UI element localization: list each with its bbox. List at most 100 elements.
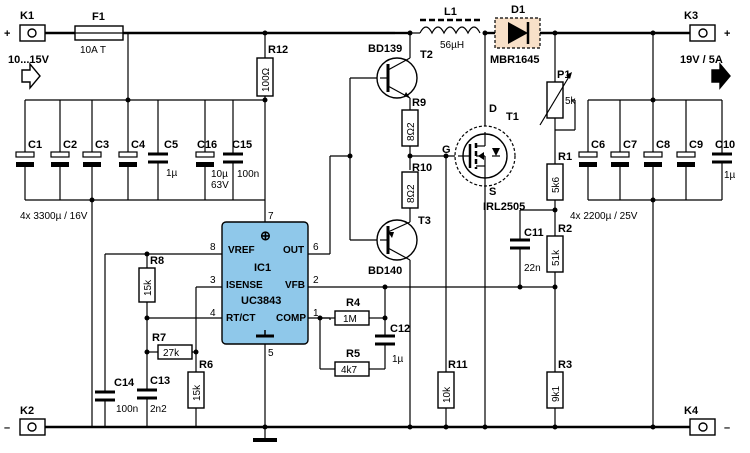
pin6-number: 6 [313, 242, 319, 253]
cap-c15: C15 100n [223, 100, 259, 200]
r7-value: 27k [163, 348, 180, 359]
ic1-type: UC3843 [241, 295, 281, 307]
pin1-number: 1 [313, 308, 319, 319]
pin2-number: 2 [313, 275, 319, 286]
l1-value: 56µH [440, 40, 464, 51]
k4-label: K4 [684, 405, 699, 417]
ic-pin-out: OUT [283, 245, 304, 256]
cap-c4: C4 [118, 100, 146, 200]
plus-out-label: + [724, 28, 730, 40]
ic-vcc-plus-icon: ⊕ [260, 228, 271, 243]
minus-out-label: – [724, 422, 730, 434]
connector-k2[interactable]: K2 – [4, 405, 46, 436]
r5-value: 4k7 [341, 365, 358, 376]
cap-c3: C3 [82, 100, 109, 200]
r10-value: 8Ω2 [406, 184, 417, 203]
resistor-r3: R3 9k1 [546, 359, 572, 430]
cap-c12: C12 1µ [375, 287, 410, 369]
plus-in-label: + [4, 28, 10, 40]
cap-c13: C13 2n2 [137, 375, 170, 427]
c15-value: 100n [237, 169, 259, 180]
input-arrow-icon [21, 62, 41, 90]
c16-value2: 63V [211, 180, 229, 191]
rails [45, 31, 690, 429]
input-voltage-label: 10...15V [8, 54, 50, 66]
pin3-number: 3 [210, 275, 216, 286]
input-caps-note: 4x 3300µ / 16V [20, 211, 88, 222]
r11-label: R11 [448, 359, 468, 371]
cap-c10: C10 1µ [712, 100, 736, 200]
r9-label: R9 [412, 97, 426, 109]
diode-d1: D1 MBR1645 [490, 4, 541, 66]
c11-value: 22n [524, 263, 541, 274]
c1-label: C1 [28, 139, 42, 151]
t3-type: BD140 [368, 265, 402, 277]
r6-value: 15k [192, 384, 203, 401]
ic-wiring [104, 77, 555, 442]
resistor-r8: R8 15k [138, 255, 164, 303]
c14-value: 100n [116, 404, 138, 415]
pin5-number: 5 [268, 348, 274, 359]
fuse-f1: F1 10A T [74, 11, 124, 56]
ic-pin-isense: ISENSE [226, 280, 263, 291]
input-cap-bank: C1 C2 C3 C4 C5 [15, 33, 265, 427]
k2-label: K2 [20, 405, 34, 417]
t2-type: BD139 [368, 43, 402, 55]
c16-label: C16 [197, 139, 217, 151]
ic-pin-vfb: VFB [285, 280, 305, 291]
cap-c8: C8 [643, 100, 670, 200]
p1-value: 5k [565, 96, 577, 107]
r10-label: R10 [412, 162, 432, 174]
l1-label: L1 [444, 6, 457, 18]
r12-value: 100Ω [261, 67, 272, 92]
c10-value: 1µ [724, 170, 736, 181]
ic1: VREF OUT IC1 ISENSE VFB UC3843 RT/CT COM… [210, 211, 319, 359]
inductor-l1: L1 56µH [410, 6, 488, 51]
cap-c2: C2 [50, 100, 77, 200]
r4-label: R4 [346, 297, 361, 309]
minus-in-label: – [4, 422, 10, 434]
connector-k4[interactable]: K4 – [684, 405, 730, 436]
cap-c16: C16 10µ 63V [195, 100, 229, 200]
resistor-r4: R4 1M [320, 297, 388, 326]
connector-k3[interactable]: K3 + [684, 10, 730, 42]
r1-label: R1 [558, 151, 572, 163]
t2-label: T2 [420, 49, 433, 61]
t1-type: IRL2505 [483, 201, 525, 213]
c10-label: C10 [715, 139, 735, 151]
resistor-r2: R2 51k [546, 223, 572, 372]
output-cap-bank: C6 C7 C8 C9 C10 1µ [570, 30, 736, 430]
transistor-t3: BD140 T3 [368, 215, 431, 430]
c12-value: 1µ [392, 354, 404, 365]
r4-value: 1M [343, 314, 357, 325]
output-arrow-icon [711, 62, 731, 90]
t1-label: T1 [506, 111, 519, 123]
resistor-r12: R12 100Ω [256, 30, 288, 222]
c3-label: C3 [95, 139, 109, 151]
f1-label: F1 [92, 11, 105, 23]
p1-label: P1 [557, 69, 570, 81]
ic1-label: IC1 [254, 262, 271, 274]
r8-label: R8 [150, 255, 164, 267]
cap-c14: C14 100n [95, 377, 138, 427]
output-caps-note: 4x 2200µ / 25V [570, 211, 638, 222]
r11-value: 10k [442, 386, 453, 403]
pin7-number: 7 [268, 211, 274, 222]
r7-label: R7 [152, 332, 166, 344]
cap-c11: C11 22n [510, 209, 555, 290]
k1-label: K1 [20, 10, 34, 22]
mosfet-t1: D G S T1 IRL2505 [442, 33, 525, 430]
resistor-r5: R5 4k7 [319, 318, 385, 377]
c9-label: C9 [689, 139, 703, 151]
resistor-r7: R7 27k [144, 332, 199, 360]
ic-pin-vref: VREF [228, 245, 255, 256]
connector-k1[interactable]: K1 + [4, 10, 46, 42]
pin4-number: 4 [210, 308, 216, 319]
c5-label: C5 [164, 139, 178, 151]
c6-label: C6 [591, 139, 605, 151]
t1-g-label: G [442, 144, 451, 156]
resistor-r6: R6 15k [187, 359, 213, 427]
r1-value: 5k6 [551, 176, 562, 193]
cap-c5: C5 1µ [148, 100, 178, 200]
pin8-number: 8 [210, 242, 216, 253]
